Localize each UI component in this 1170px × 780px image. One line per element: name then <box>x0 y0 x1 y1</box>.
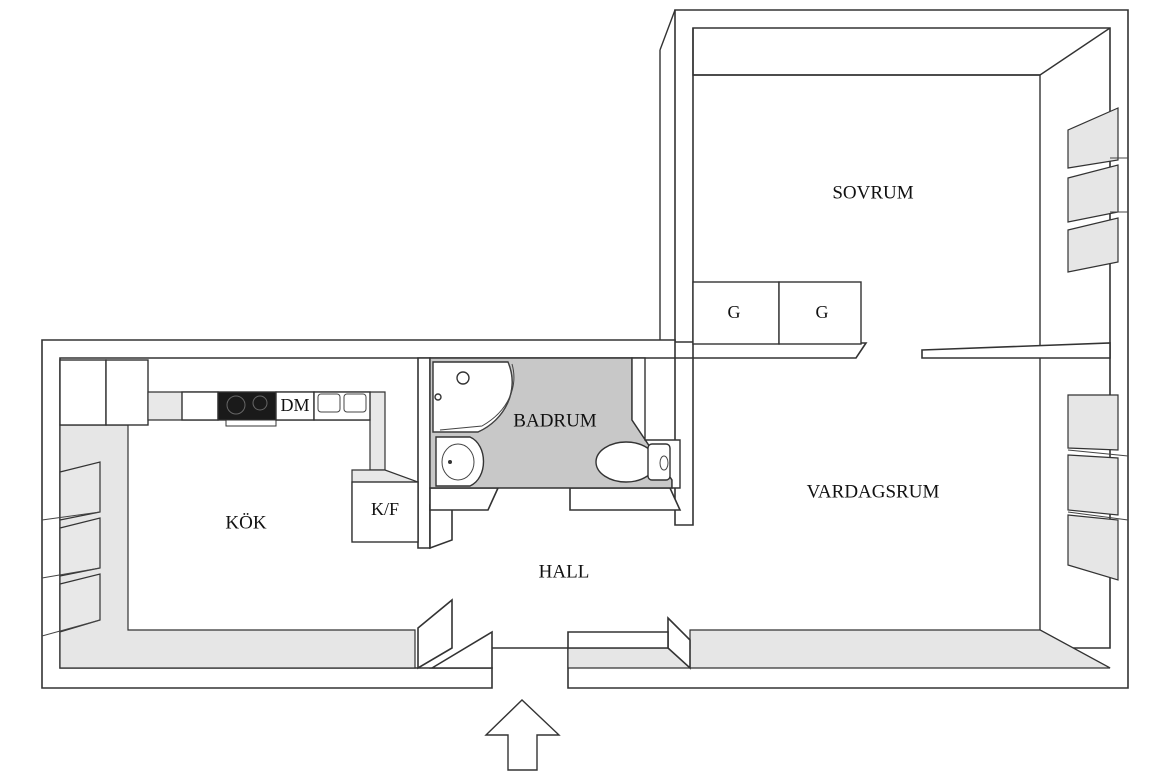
fridge-freezer <box>351 481 419 543</box>
sink-icon <box>435 436 485 487</box>
window-icon <box>1067 514 1119 581</box>
room-label-sovrum: SOVRUM <box>832 182 913 203</box>
dishwasher-label: DM <box>280 395 309 415</box>
window-icon <box>1067 394 1119 451</box>
room-label-hall: HALL <box>539 561 590 582</box>
room-label-kok: KÖK <box>225 512 266 533</box>
window-icon <box>59 517 101 577</box>
window-icon <box>1067 217 1119 273</box>
window-icon <box>1067 164 1119 223</box>
windows-right <box>1067 107 1129 581</box>
outer-walls <box>41 9 1129 689</box>
window-icon <box>59 461 101 521</box>
sink-icon <box>313 391 371 421</box>
wardrobes <box>692 281 862 345</box>
room-label-badrum: BADRUM <box>513 410 597 431</box>
window-icon <box>1067 107 1119 169</box>
bathroom <box>429 357 681 489</box>
wardrobe-left <box>692 281 780 345</box>
entrance <box>484 647 568 771</box>
room-label-vardagsrum: VARDAGSRUM <box>807 481 940 502</box>
wardrobe-right <box>778 281 862 345</box>
wardrobe-right-label: G <box>816 302 829 322</box>
toilet-icon <box>595 441 657 483</box>
windows-left <box>41 461 101 637</box>
entrance-arrow-icon <box>484 699 561 771</box>
kitchen-fixtures <box>59 359 419 543</box>
window-icon <box>1067 454 1119 516</box>
wardrobe-left-label: G <box>728 302 741 322</box>
fridge-freezer-label: K/F <box>371 499 399 519</box>
interior-walls <box>417 342 1111 670</box>
